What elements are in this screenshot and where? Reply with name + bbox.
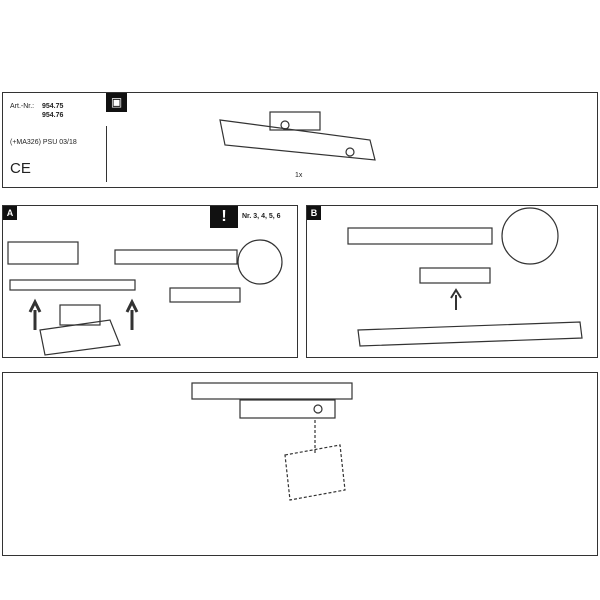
adapter-illustration xyxy=(219,111,376,161)
art-label: Art.-Nr.: xyxy=(10,103,35,110)
final-illustration xyxy=(191,382,353,501)
ce-mark: CE xyxy=(10,160,31,177)
parts-panel xyxy=(2,92,598,188)
psu-text: (+MA326) PSU 03/18 xyxy=(10,139,77,146)
step-a-illustration xyxy=(7,239,283,356)
battery-note: Nr. 3, 4, 5, 6 xyxy=(242,213,281,220)
step-b-panel xyxy=(306,205,598,358)
step-a-label: A xyxy=(3,206,17,220)
step-b-label: B xyxy=(307,206,321,220)
quantity: 1x xyxy=(295,172,303,179)
art-number-2: 954.76 xyxy=(42,112,64,119)
step-a-panel xyxy=(2,205,298,358)
package-icon: ▣ xyxy=(106,93,127,112)
warning-icon: ! xyxy=(210,206,238,228)
divider xyxy=(106,126,107,182)
art-number-1: 954.75 xyxy=(42,103,64,110)
step-b-illustration xyxy=(347,207,583,347)
final-panel xyxy=(2,372,598,556)
